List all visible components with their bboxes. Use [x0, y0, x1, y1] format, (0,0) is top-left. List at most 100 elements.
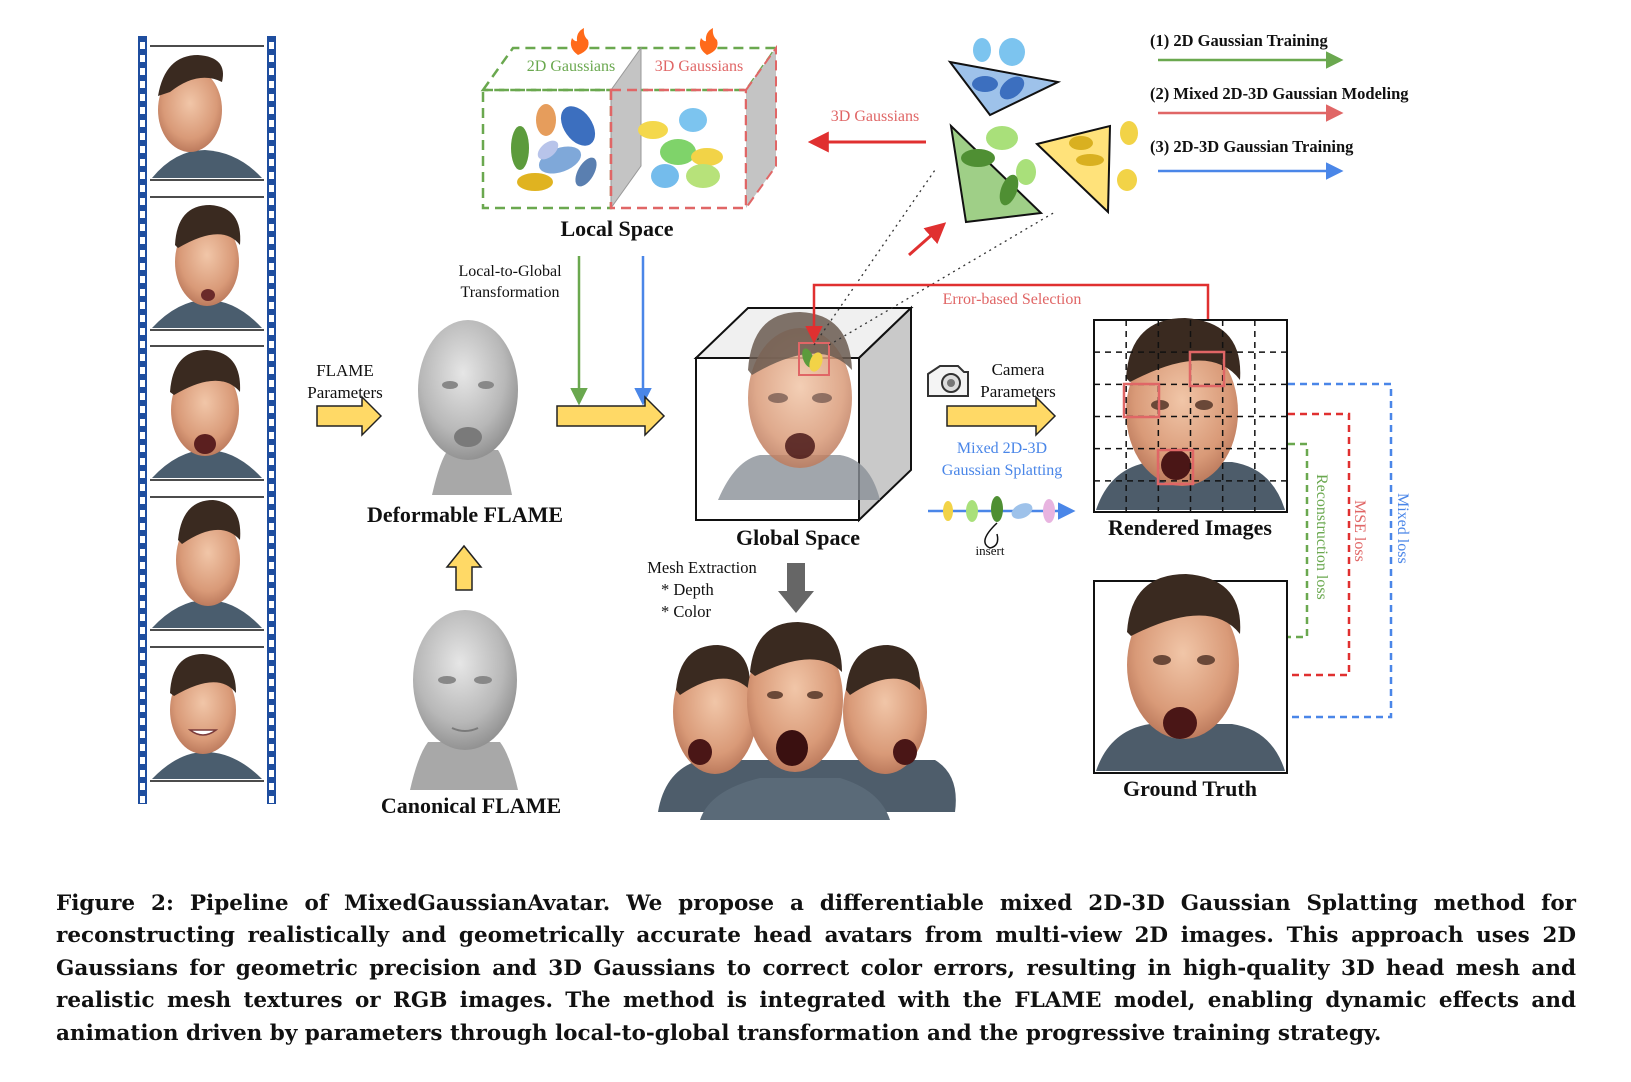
film-sprocket-hole	[269, 94, 274, 101]
film-sprocket-hole	[140, 159, 145, 166]
film-sprocket-hole	[140, 575, 145, 582]
triangle-blue	[947, 38, 1062, 117]
film-sprocket-hole	[269, 354, 274, 361]
film-frame-5	[152, 654, 262, 779]
film-sprocket-hole	[140, 614, 145, 621]
camera-params-label-line2: Parameters	[980, 382, 1056, 401]
film-sprocket-hole	[269, 276, 274, 283]
film-sprocket-hole	[269, 640, 274, 647]
film-sprocket-hole	[140, 744, 145, 751]
film-sprocket-hole	[269, 263, 274, 270]
camera-icon	[927, 365, 969, 397]
triangle-yellow	[1034, 121, 1138, 215]
error-region-1	[1122, 382, 1161, 419]
film-sprocket-hole	[269, 705, 274, 712]
film-sprocket-hole	[269, 198, 274, 205]
mesh-extraction-label-line1: Mesh Extraction	[647, 558, 757, 577]
film-sprocket-hole	[140, 640, 145, 647]
film-sprocket-hole	[140, 445, 145, 452]
film-sprocket-hole	[269, 692, 274, 699]
film-sprocket-hole	[269, 172, 274, 179]
film-sprocket-hole	[269, 575, 274, 582]
error-selection-label: Error-based Selection	[943, 291, 1082, 308]
film-sprocket-hole	[269, 783, 274, 790]
mixed-loss-line	[1288, 382, 1393, 719]
legend: (1) 2D Gaussian Training (2) Mixed 2D-3D…	[1150, 31, 1409, 180]
film-sprocket-hole	[140, 42, 145, 49]
film-sprocket-hole	[269, 81, 274, 88]
film-sprocket-hole	[140, 133, 145, 140]
film-sprocket-hole	[140, 237, 145, 244]
film-sprocket-hole	[140, 406, 145, 413]
film-sprocket-hole	[140, 666, 145, 673]
mesh-extraction-label-line3: * Color	[661, 602, 711, 621]
film-sprocket-hole	[140, 471, 145, 478]
film-frame-2	[152, 205, 262, 328]
flame-params-arrow	[316, 395, 383, 437]
film-sprocket-hole	[269, 510, 274, 517]
film-sprocket-hole	[269, 120, 274, 127]
film-sprocket-hole	[269, 562, 274, 569]
gaussians-2d-label: 2D Gaussians	[527, 58, 615, 75]
film-sprocket-hole	[269, 224, 274, 231]
extracted-mesh-heads	[658, 622, 956, 820]
local-space-box	[480, 28, 779, 212]
film-sprocket-hole	[140, 302, 145, 309]
film-frame-4	[152, 500, 262, 628]
film-sprocket-hole	[269, 328, 274, 335]
film-sprocket-hole	[269, 614, 274, 621]
selection-to-triangle-arrow	[908, 222, 947, 257]
film-sprocket-hole	[269, 796, 274, 803]
global-space-label: Global Space	[736, 525, 860, 550]
film-sprocket-hole	[269, 770, 274, 777]
film-sprocket-hole	[140, 107, 145, 114]
film-sprocket-hole	[140, 367, 145, 374]
film-sprocket-hole	[140, 731, 145, 738]
film-sprocket-hole	[269, 471, 274, 478]
film-sprocket-hole	[269, 731, 274, 738]
film-sprocket-hole	[269, 523, 274, 530]
film-sprocket-hole	[269, 419, 274, 426]
mse-loss-label: MSE loss	[1351, 500, 1368, 562]
film-sprocket-hole	[140, 588, 145, 595]
legend-item-2: (2) Mixed 2D-3D Gaussian Modeling	[1150, 84, 1409, 103]
film-sprocket-hole	[269, 237, 274, 244]
film-sprocket-hole	[269, 185, 274, 192]
figure-caption: Figure 2: Pipeline of MixedGaussianAvata…	[56, 891, 1576, 1046]
film-sprocket-hole	[140, 458, 145, 465]
film-frame-1	[152, 55, 262, 178]
film-sprocket-hole	[269, 380, 274, 387]
film-sprocket-hole	[269, 549, 274, 556]
film-sprocket-hole	[140, 211, 145, 218]
film-sprocket-hole	[269, 250, 274, 257]
mesh-extraction-arrow	[778, 563, 814, 613]
camera-params-label-line1: Camera	[992, 360, 1045, 379]
film-sprocket-hole	[140, 770, 145, 777]
film-frame-3	[152, 350, 262, 478]
film-sprocket-hole	[269, 341, 274, 348]
film-sprocket-hole	[140, 549, 145, 556]
film-sprocket-hole	[140, 627, 145, 634]
rendered-images-label: Rendered Images	[1108, 515, 1272, 540]
gaussians-3d-selection-label: 3D Gaussians	[831, 108, 919, 125]
film-sprocket-hole	[269, 744, 274, 751]
film-sprocket-hole	[140, 289, 145, 296]
film-sprocket-hole	[140, 497, 145, 504]
legend-item-1: (1) 2D Gaussian Training	[1150, 31, 1328, 50]
film-sprocket-hole	[269, 432, 274, 439]
ground-truth-label: Ground Truth	[1123, 776, 1257, 801]
film-sprocket-hole	[140, 276, 145, 283]
film-sprocket-hole	[140, 783, 145, 790]
splatting-ray	[928, 496, 1076, 549]
film-sprocket-hole	[140, 263, 145, 270]
film-sprocket-hole	[269, 601, 274, 608]
film-sprocket-hole	[140, 380, 145, 387]
error-region-2	[1188, 350, 1226, 388]
reconstruction-loss-label: Reconstruction loss	[1313, 474, 1330, 600]
film-sprocket-hole	[140, 94, 145, 101]
splatting-label-line2: Gaussian Splatting	[942, 462, 1062, 479]
film-sprocket-hole	[140, 705, 145, 712]
film-sprocket-hole	[140, 562, 145, 569]
global-to-render-arrow	[946, 395, 1057, 437]
film-sprocket-hole	[269, 133, 274, 140]
